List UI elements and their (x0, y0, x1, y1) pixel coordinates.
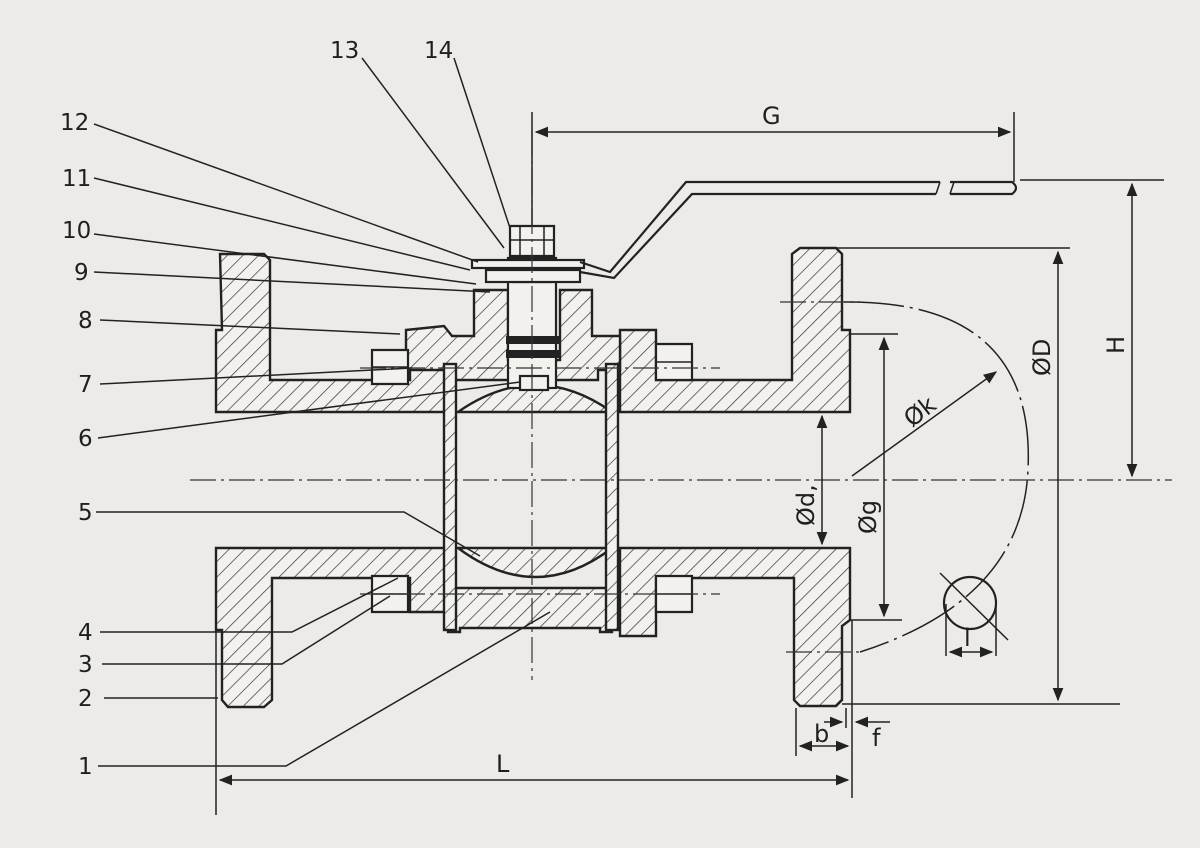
part-label-5: 5 (78, 500, 93, 526)
right-end-cap-lower (618, 546, 852, 708)
dim-label-g: Øg (854, 500, 882, 534)
dim-label-f: f (872, 724, 881, 752)
bolt-circle (843, 301, 1030, 656)
part-label-7: 7 (78, 372, 93, 398)
seats (442, 362, 620, 632)
dim-label-D: ØD (1028, 339, 1056, 376)
right-end-cap-upper (618, 246, 852, 414)
stem-assembly (470, 224, 586, 392)
dimension-labels: L G H ØD Øk Øg Ød, b f l (496, 102, 1130, 778)
part-label-9: 9 (74, 260, 89, 286)
part-label-12: 12 (60, 110, 89, 136)
part-label-1: 1 (78, 754, 93, 780)
part-label-11: 11 (62, 166, 91, 192)
part-label-10: 10 (62, 218, 91, 244)
dim-label-k: Øk (898, 390, 941, 432)
part-label-13: 13 (330, 38, 359, 64)
part-label-8: 8 (78, 308, 93, 334)
dim-label-H: H (1102, 336, 1130, 354)
part-label-14: 14 (424, 38, 453, 64)
left-end-cap-lower (214, 546, 450, 709)
dim-label-d1: Ød, (792, 484, 820, 526)
part-labels: 1 2 3 4 5 6 7 8 9 10 11 12 13 14 (60, 38, 453, 780)
part-label-4: 4 (78, 620, 93, 646)
ball (454, 383, 616, 579)
part-label-3: 3 (78, 652, 93, 678)
dim-label-b: b (814, 720, 829, 748)
part-label-6: 6 (78, 426, 93, 452)
dim-label-G: G (762, 102, 781, 130)
dimension-lines (215, 112, 1164, 815)
leader-lines (93, 57, 551, 767)
lever-handle (579, 180, 1018, 280)
part-label-2: 2 (78, 686, 93, 712)
dim-label-L: L (496, 750, 510, 778)
dim-label-l: l (964, 624, 971, 652)
